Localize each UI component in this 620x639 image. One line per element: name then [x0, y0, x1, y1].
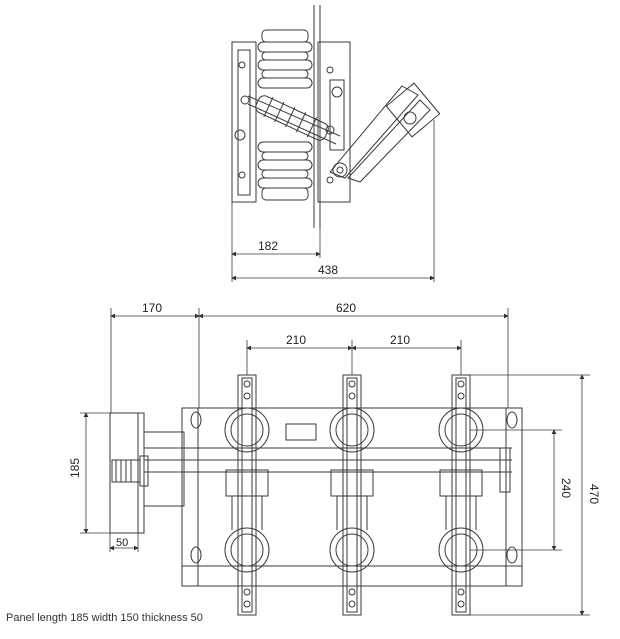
operating-panel: [109, 412, 512, 534]
dim-label-620: 620: [336, 301, 356, 315]
operating-arm: [329, 79, 441, 183]
dim-label-438: 438: [318, 263, 338, 277]
panel-spec-caption: Panel length 185 width 150 thickness 50: [6, 612, 203, 624]
front-view: 170 620 210 210 185 50 240 470: [68, 301, 601, 616]
base-plate: [181, 407, 523, 587]
dim-label-210-right: 210: [390, 333, 410, 347]
upper-insulator: [257, 29, 313, 89]
dim-label-50: 50: [116, 537, 128, 549]
dim-label-170: 170: [142, 301, 162, 315]
top-view-dimensions: [231, 120, 435, 282]
dim-label-182: 182: [258, 239, 278, 253]
dim-label-240: 240: [559, 478, 573, 498]
lower-insulator: [257, 141, 313, 201]
dim-label-210-left: 210: [286, 333, 306, 347]
nameplate: [285, 423, 317, 441]
pole-left: [224, 374, 270, 616]
pole-middle: [329, 374, 375, 616]
top-view: 182 438: [231, 5, 441, 282]
dim-label-185: 185: [68, 458, 82, 478]
pole-right: [438, 374, 484, 616]
front-view-dimensions: [80, 308, 590, 616]
dim-label-470: 470: [587, 484, 601, 504]
diagonal-insulator: [255, 95, 329, 141]
top-view-frame-right: [317, 41, 351, 203]
top-view-frame-left: [231, 41, 257, 203]
